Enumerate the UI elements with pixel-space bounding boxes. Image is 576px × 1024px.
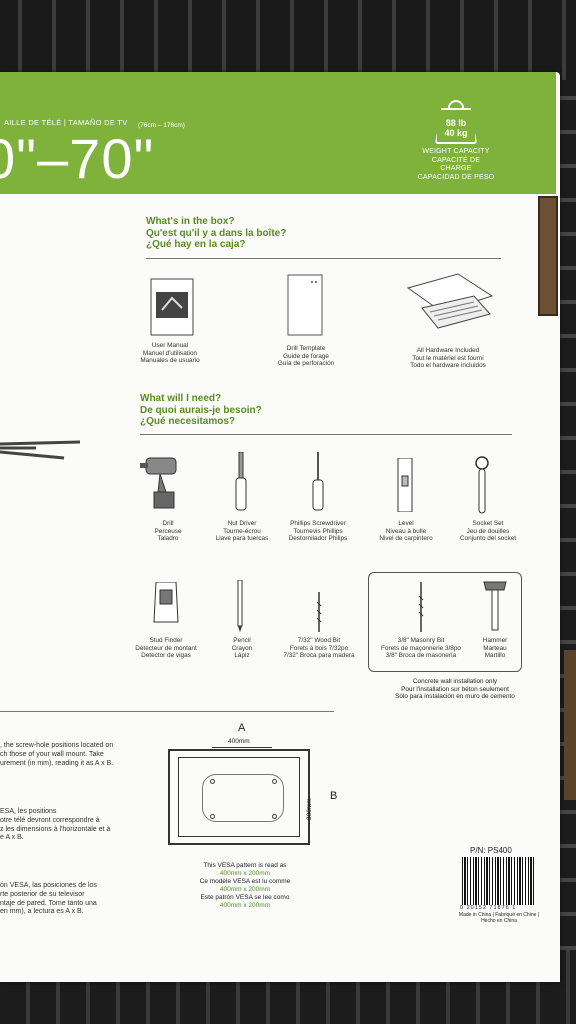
masonry-bit-icon: [418, 582, 424, 632]
weight-kg: 40 kg: [444, 128, 468, 138]
vesa-width-label: 400mm: [228, 738, 250, 745]
wall-mount-arm-icon: [0, 440, 81, 460]
vesa-a-label: A: [238, 722, 246, 734]
product-box: [0, 72, 560, 982]
barcode-number: 0 20152 71876 1: [460, 905, 517, 911]
weight-lb: 88 lb: [445, 118, 467, 128]
stud-finder-icon: [153, 582, 179, 623]
box-flap-lower: [564, 650, 576, 800]
drill-template-icon: [287, 274, 323, 336]
concrete-tools-frame: [368, 572, 522, 672]
green-header-band: [0, 72, 556, 194]
tools-rule: [140, 434, 512, 435]
in-box-heading: What's in the box?Qu'est qu'il y a dans …: [146, 216, 287, 250]
weight-label-es: CAPACIDAD DE PESO: [417, 173, 495, 181]
tv-size-caption: AILLE DE TÉLÉ | TAMAÑO DE TV: [4, 118, 128, 127]
vesa-hole: [272, 779, 277, 784]
box-flap: [538, 196, 558, 316]
weight-capacity: 88 lb 40 kg WEIGHT CAPACITY CAPACITÉ DE …: [416, 100, 496, 182]
vesa-screen-outline: [178, 757, 300, 837]
tools-heading: What will I need?De quoi aurais-je besoi…: [140, 393, 262, 427]
part-number: P/N: PS400: [470, 846, 512, 855]
barcode: [462, 857, 534, 905]
level-icon: [397, 458, 413, 512]
vesa-pattern-area: [202, 774, 284, 822]
nut-driver-icon: [235, 452, 247, 511]
hammer-icon: [483, 581, 507, 631]
vesa-height-label: 200mm: [306, 798, 313, 820]
vesa-hole: [210, 779, 215, 784]
wood-bit-icon: [316, 592, 322, 632]
in-box-rule: [146, 258, 501, 259]
user-manual-icon: [150, 278, 194, 336]
drill-icon: [140, 457, 177, 509]
made-in-label: Made in China | Fabriqué en Chine |Hecho…: [458, 912, 540, 924]
vesa-hole: [210, 814, 215, 819]
weight-label-en: WEIGHT CAPACITY: [422, 148, 490, 155]
socket-set-icon: [475, 456, 489, 514]
vesa-hole: [272, 814, 277, 819]
weight-icon: 88 lb 40 kg: [435, 100, 477, 144]
vesa-b-label: B: [330, 790, 338, 802]
hardware-box-icon: [406, 273, 494, 329]
tv-size-range: 0"–70": [0, 127, 155, 190]
tv-size-cm: (76cm – 178cm): [138, 122, 185, 129]
pencil-icon: [237, 580, 243, 632]
phillips-screwdriver-icon: [312, 452, 324, 511]
weight-label-fr: CAPACITÉ DE CHARGE: [431, 156, 481, 173]
vesa-separator: [0, 711, 334, 712]
vesa-tv-outline: [168, 749, 310, 845]
vesa-width-rule: [212, 747, 272, 748]
